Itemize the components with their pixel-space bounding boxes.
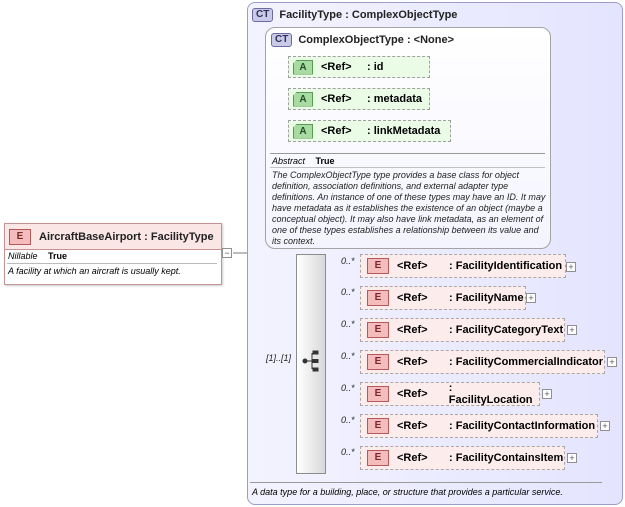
attribute-ref: <Ref> (321, 93, 352, 105)
abstract-label: Abstract (272, 156, 306, 166)
element-icon: E (367, 386, 389, 402)
sequence-multiplicity: [1]..[1] (266, 353, 292, 363)
divider (270, 167, 545, 168)
element-icon: E (367, 322, 389, 338)
attribute-icon: A (293, 123, 313, 139)
element-ref: <Ref> (397, 260, 428, 272)
nillable-label: Nillable (8, 251, 38, 261)
element-name: : FacilityContainsItem (449, 452, 564, 464)
element-ref: <Ref> (397, 356, 428, 368)
element-facility-name[interactable]: E <Ref> : FacilityName (360, 286, 526, 310)
expand-button[interactable]: + (567, 325, 577, 335)
expand-button[interactable]: + (542, 389, 552, 399)
element-multiplicity: 0..* (341, 351, 355, 361)
element-icon: E (367, 258, 389, 274)
expand-button[interactable]: + (526, 293, 536, 303)
attribute-ref: <Ref> (321, 61, 352, 73)
element-ref: <Ref> (396, 388, 428, 400)
attribute-name: : metadata (367, 93, 423, 105)
element-ref: <Ref> (397, 452, 428, 464)
element-icon: E (9, 228, 31, 245)
expand-button[interactable]: + (607, 357, 617, 367)
element-facility-category-text[interactable]: E <Ref> : FacilityCategoryText (360, 318, 565, 342)
expand-button[interactable]: + (566, 262, 576, 272)
element-name: : FacilityName (449, 292, 524, 304)
attribute-metadata[interactable]: A <Ref> : metadata (288, 88, 430, 110)
element-name: : FacilityIdentification (449, 260, 563, 272)
element-header: E AircraftBaseAirport : FacilityType (5, 224, 221, 249)
divider (7, 263, 217, 264)
facility-type-title: FacilityType : ComplexObjectType (279, 9, 458, 21)
element-facility-identification[interactable]: E <Ref> : FacilityIdentification (360, 254, 566, 278)
element-icon: E (367, 290, 389, 306)
divider (250, 482, 602, 483)
element-facility-contact-information[interactable]: E <Ref> : FacilityContactInformation (360, 414, 598, 438)
expand-button[interactable]: + (567, 453, 577, 463)
abstract-value: True (315, 156, 335, 166)
element-multiplicity: 0..* (341, 287, 355, 297)
divider (270, 153, 545, 154)
sequence-icon (302, 350, 319, 372)
element-multiplicity: 0..* (341, 415, 355, 425)
element-ref: <Ref> (397, 420, 428, 432)
attribute-icon: A (293, 91, 313, 107)
element-description: A facility at which an aircraft is usual… (8, 266, 181, 276)
element-title: AircraftBaseAirport : FacilityType (39, 230, 214, 243)
nillable-row: Nillable True (8, 251, 67, 261)
element-name: : FacilityCommercialIndicator (449, 356, 604, 368)
element-facility-contains-item[interactable]: E <Ref> : FacilityContainsItem (360, 446, 565, 470)
collapse-button[interactable]: − (222, 248, 232, 258)
element-icon: E (367, 450, 389, 466)
facility-type-description: A data type for a building, place, or st… (252, 487, 563, 497)
element-name: : FacilityContactInformation (449, 420, 596, 432)
attribute-id[interactable]: A <Ref> : id (288, 56, 430, 78)
nillable-value: True (48, 251, 68, 261)
element-facility-commercial-indicator[interactable]: E <Ref> : FacilityCommercialIndicator (360, 350, 605, 374)
element-multiplicity: 0..* (341, 256, 355, 266)
element-multiplicity: 0..* (341, 447, 355, 457)
complex-object-type-title: ComplexObjectType : <None> (298, 34, 455, 46)
element-name: : FacilityLocation (448, 382, 533, 406)
element-multiplicity: 0..* (341, 383, 355, 393)
facility-type-header: CT FacilityType : ComplexObjectType (252, 8, 457, 22)
abstract-row: Abstract True (272, 156, 335, 166)
element-multiplicity: 0..* (341, 319, 355, 329)
expand-button[interactable]: + (600, 421, 610, 431)
element-ref: <Ref> (397, 324, 428, 336)
attribute-icon: A (293, 59, 313, 75)
element-icon: E (367, 418, 389, 434)
attribute-link-metadata[interactable]: A <Ref> : linkMetadata (288, 120, 451, 142)
complex-type-icon: CT (271, 33, 293, 47)
aircraft-base-airport-element[interactable]: E AircraftBaseAirport : FacilityType Nil… (4, 223, 222, 285)
attribute-ref: <Ref> (321, 125, 352, 137)
element-icon: E (367, 354, 389, 370)
attribute-name: : id (367, 61, 384, 73)
element-name: : FacilityCategoryText (449, 324, 564, 336)
complex-object-type-description: The ComplexObjectType type provides a ba… (272, 170, 546, 246)
divider (5, 249, 221, 250)
element-ref: <Ref> (397, 292, 428, 304)
complex-object-type-header: CT ComplexObjectType : <None> (271, 33, 454, 47)
element-facility-location[interactable]: E <Ref> : FacilityLocation (360, 382, 540, 406)
complex-type-icon: CT (252, 8, 274, 22)
sequence-compositor[interactable] (296, 254, 326, 474)
attribute-name: : linkMetadata (367, 125, 441, 137)
